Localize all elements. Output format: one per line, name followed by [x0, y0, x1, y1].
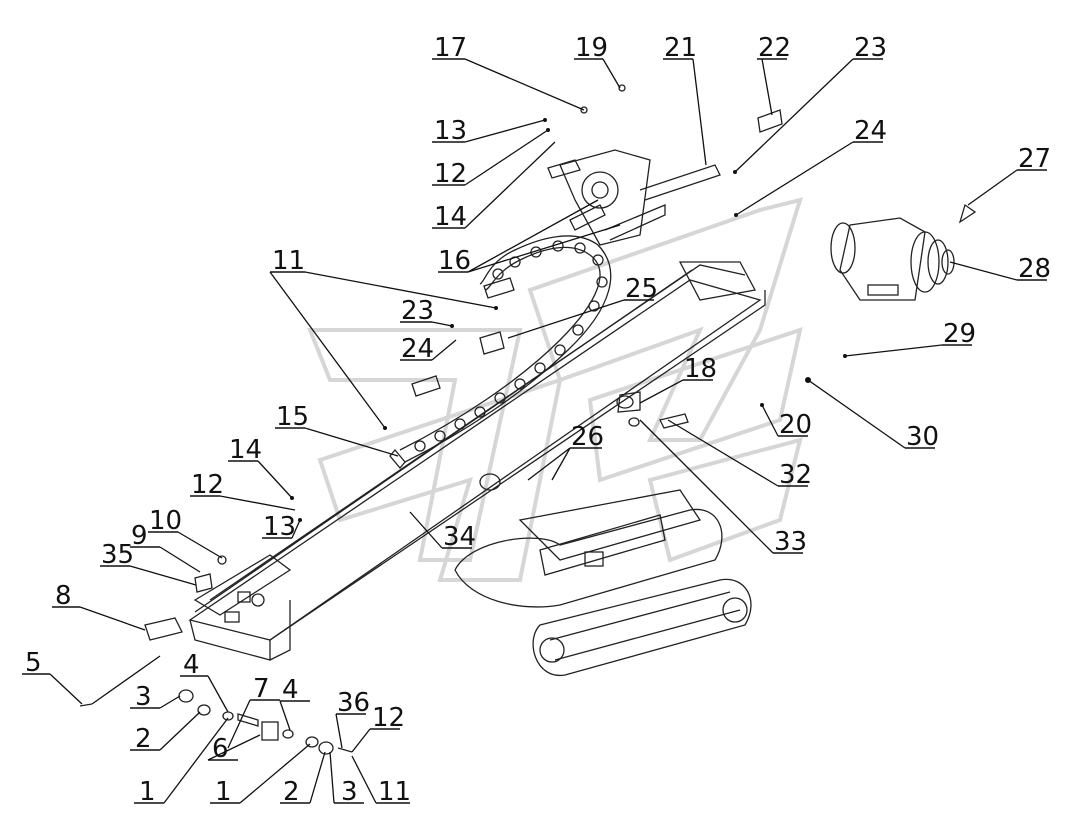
- callout-14-top: 14: [434, 202, 467, 232]
- part-dots: [290, 118, 847, 522]
- callout-2-right: 2: [283, 777, 300, 807]
- callout-1-right: 1: [215, 777, 232, 807]
- callout-17: 17: [434, 33, 467, 63]
- callout-9: 9: [131, 521, 148, 551]
- callout-5: 5: [25, 648, 42, 678]
- callout-11-top: 11: [272, 246, 305, 276]
- main-slide-beam: [188, 261, 766, 661]
- callout-4-right: 4: [282, 675, 299, 705]
- callout-24-mid: 24: [401, 334, 434, 364]
- callout-23-top: 23: [854, 33, 887, 63]
- callout-21: 21: [664, 33, 697, 63]
- callout-35: 35: [101, 540, 134, 570]
- callout-29: 29: [943, 319, 976, 349]
- callout-13-mid: 13: [263, 512, 296, 542]
- callout-25: 25: [625, 274, 658, 304]
- callout-10: 10: [149, 506, 182, 536]
- drag-chain: [389, 235, 612, 470]
- callout-4-left: 4: [183, 650, 200, 680]
- callout-23-mid: 23: [401, 296, 434, 326]
- callout-2-left: 2: [135, 724, 152, 754]
- callout-12-bottom: 12: [372, 703, 405, 733]
- callout-19: 19: [575, 33, 608, 63]
- callout-28: 28: [1018, 254, 1051, 284]
- crawler-undercarriage: [454, 391, 752, 676]
- callout-16: 16: [438, 246, 471, 276]
- callout-27: 27: [1018, 144, 1051, 174]
- callout-3-right: 3: [341, 777, 358, 807]
- top-carriage: [547, 149, 721, 246]
- callout-6: 6: [212, 734, 229, 764]
- callout-labels: 17 19 21 22 23 13 12 24 14 16 27 28 11 2…: [25, 33, 1051, 807]
- motor: [830, 203, 977, 301]
- callout-24-top: 24: [854, 116, 887, 146]
- callout-1-left: 1: [139, 777, 156, 807]
- front-parts: [79, 84, 689, 755]
- callout-7: 7: [253, 674, 270, 704]
- callout-12-top: 12: [434, 159, 467, 189]
- callout-14-mid: 14: [229, 435, 262, 465]
- callout-8: 8: [55, 581, 72, 611]
- callout-3-left: 3: [135, 682, 152, 712]
- callout-15: 15: [276, 402, 309, 432]
- callout-36: 36: [337, 688, 370, 718]
- callout-32: 32: [779, 460, 812, 490]
- callout-33: 33: [774, 527, 807, 557]
- callout-34: 34: [443, 522, 476, 552]
- callout-18: 18: [684, 354, 717, 384]
- chain-brackets: [411, 109, 783, 397]
- leader-lines: [22, 58, 1047, 804]
- callout-12-mid: 12: [191, 470, 224, 500]
- callout-26: 26: [571, 422, 604, 452]
- callout-11-bottom: 11: [378, 777, 411, 807]
- watermark-logo: [307, 197, 803, 582]
- callout-20: 20: [779, 410, 812, 440]
- callout-30: 30: [906, 422, 939, 452]
- callout-22: 22: [758, 33, 791, 63]
- callout-13-top: 13: [434, 116, 467, 146]
